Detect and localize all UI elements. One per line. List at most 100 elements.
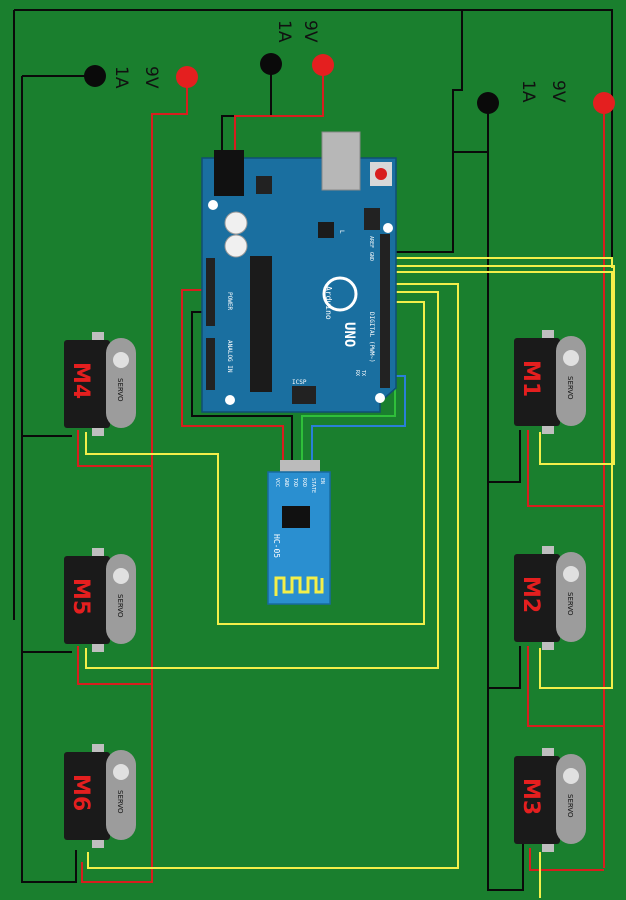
gnd-terminal <box>260 53 282 75</box>
wire-left-vcc <box>81 77 188 883</box>
capacitor-icon <box>224 211 248 235</box>
tx-pin-label: TX <box>360 370 366 376</box>
servo-body <box>64 752 110 840</box>
power-terminal-center[interactable]: 1A 9V <box>260 20 334 76</box>
voltage-label: 9V <box>141 66 161 89</box>
servo-m3[interactable]: SERVO M3 <box>514 748 586 852</box>
wire-m3-vcc <box>529 848 604 871</box>
mount-hole <box>208 200 218 210</box>
arduino-brand: Arduino <box>324 286 333 320</box>
reset-button-cap <box>375 168 387 180</box>
power-pin-header <box>206 258 215 326</box>
servo-mount-tab <box>542 842 554 852</box>
servo-shaft <box>113 764 129 780</box>
motor-label-m5: M5 <box>68 578 93 615</box>
motor-label-m6: M6 <box>68 774 93 811</box>
arduino-logo-icon <box>322 276 358 312</box>
servo-shaft <box>563 768 579 784</box>
rx-pin-label: RX <box>354 370 360 376</box>
wire-middle-gnd <box>221 64 272 150</box>
wire-sig-m6 <box>87 283 459 869</box>
current-label: 1A <box>518 80 538 103</box>
voltage-label: 9V <box>300 20 320 43</box>
wire-m5-vcc <box>77 646 152 685</box>
analog-pin-header <box>206 338 215 390</box>
vcc-terminal <box>593 92 615 114</box>
servo-mount-tab <box>542 546 554 556</box>
arduino-uno-board[interactable]: Arduino UNO DIGITAL (PWM~) ANALOG IN POW… <box>201 131 397 413</box>
power-terminal-right[interactable]: 1A 9V <box>477 80 615 114</box>
bluetooth-module[interactable]: VCC GND TXD RXD STATE EN HC-05 <box>267 460 331 605</box>
icsp-header <box>292 386 316 404</box>
servo-mount-tab <box>542 748 554 758</box>
servo-text: SERVO <box>116 790 124 814</box>
wire-m4-vcc <box>77 430 152 467</box>
power-terminal-left[interactable]: 1A 9V <box>84 65 198 89</box>
gnd-terminal <box>477 92 499 114</box>
wire-sig-m2 <box>388 271 613 689</box>
bt-pin-vcc: VCC <box>274 478 280 487</box>
servo-body <box>64 340 110 428</box>
servo-text: SERVO <box>116 378 124 402</box>
servo-shaft <box>113 352 129 368</box>
usb-port <box>321 131 361 191</box>
servo-mount-tab <box>542 640 554 650</box>
servo-text: SERVO <box>116 594 124 618</box>
mount-hole <box>225 395 235 405</box>
arduino-model: UNO <box>341 322 357 347</box>
vcc-terminal <box>312 54 334 76</box>
ground-wires <box>13 9 613 891</box>
wire-sig-m4 <box>85 301 425 625</box>
servo-mount-tab <box>92 426 104 436</box>
wire-m1-gnd <box>488 430 521 483</box>
digital-pin-header <box>380 234 390 388</box>
servo-text: SERVO <box>566 376 574 400</box>
wire-sig-m3 <box>388 257 613 898</box>
servo-m2[interactable]: SERVO M2 <box>514 546 586 650</box>
bt-pin-header <box>280 460 320 474</box>
motor-label-m2: M2 <box>518 576 543 613</box>
servo-m5[interactable]: SERVO M5 <box>64 548 136 652</box>
wire-bt-vcc <box>181 289 284 462</box>
mount-hole <box>375 393 385 403</box>
power-header-label: POWER <box>226 292 233 310</box>
wire-arduino-gnd <box>390 103 489 253</box>
servo-body <box>514 554 560 642</box>
bt-pin-state: STATE <box>310 478 316 493</box>
wire-bt-tx <box>311 375 406 462</box>
wire-m2-gnd <box>488 646 521 689</box>
servo-m4[interactable]: SERVO M4 <box>64 332 136 436</box>
servo-m1[interactable]: SERVO M1 <box>514 330 586 434</box>
servo-mount-tab <box>92 548 104 558</box>
bt-pin-en: EN <box>319 478 325 484</box>
servo-text: SERVO <box>566 592 574 616</box>
wire-center-vcc <box>234 65 324 150</box>
servo-shaft <box>113 568 129 584</box>
bt-pin-gnd: GND <box>283 478 289 487</box>
gnd-terminal <box>84 65 106 87</box>
icsp-header-top <box>364 208 380 230</box>
bt-pin-txd: TXD <box>292 478 298 487</box>
servo-mount-tab <box>542 424 554 434</box>
servo-text: SERVO <box>566 794 574 818</box>
wire-sig-m1 <box>388 265 615 465</box>
aref-pin-label: AREF <box>368 236 374 248</box>
servo-mount-tab <box>92 642 104 652</box>
servo-mount-tab <box>92 838 104 848</box>
usb-chip <box>318 222 334 238</box>
servo-shaft <box>563 350 579 366</box>
motor-label-m3: M3 <box>518 778 543 815</box>
dc-jack <box>214 150 244 196</box>
servo-m6[interactable]: SERVO M6 <box>64 744 136 848</box>
capacitor-icon <box>224 234 248 258</box>
bt-antenna-icon <box>274 576 324 596</box>
wire-top-frame <box>14 9 613 258</box>
icsp-label: ICSP <box>292 379 307 386</box>
signal-wires <box>85 257 615 898</box>
servo-mount-tab <box>542 330 554 340</box>
analog-header-label: ANALOG IN <box>226 340 233 373</box>
wire-right-gnd-rail <box>487 103 524 891</box>
wire-m2-vcc <box>527 646 604 727</box>
atmega-chip <box>250 256 272 392</box>
